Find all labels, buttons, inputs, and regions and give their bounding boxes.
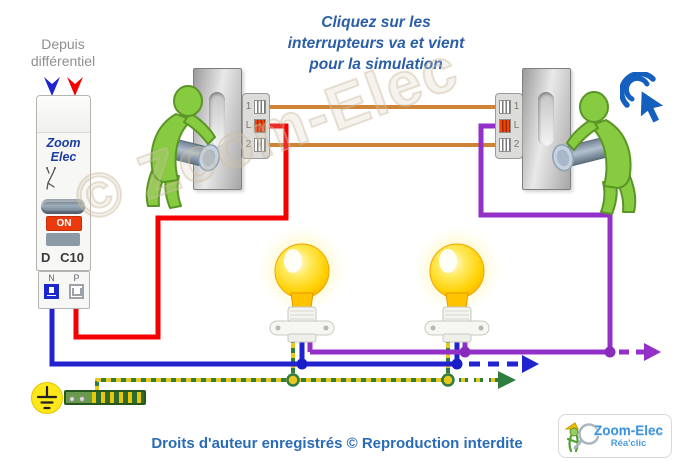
breaker-rating: D C10 <box>41 250 84 265</box>
feed-arrow-blue <box>44 77 60 96</box>
title-line1: Cliquez sur les <box>321 14 431 31</box>
terminal-row: L <box>245 118 267 134</box>
phase-wire <box>73 123 289 340</box>
breaker-brand: Zoom Elec <box>37 136 90 164</box>
earth-junction <box>286 373 300 387</box>
purple-junction <box>604 346 616 358</box>
right-switch-slot[interactable] <box>538 92 554 146</box>
terminal-connector <box>499 100 511 114</box>
terminal-row: 2 <box>245 137 267 153</box>
terminal-row: 1 <box>245 99 267 115</box>
breaker-body: Zoom Elec ON D C10 <box>36 95 91 271</box>
terminal-label-2: 2 <box>245 139 252 150</box>
terminal-label-1: 1 <box>245 101 252 112</box>
terminal-row: 1 <box>498 99 520 115</box>
terminal-connector <box>254 138 266 152</box>
left-person-figure <box>145 85 216 209</box>
right-switch-terminal-block: 1 L 2 <box>495 93 523 159</box>
earth-symbol-icon <box>31 382 63 414</box>
breaker-brand-line2: Elec <box>50 150 77 164</box>
breaker-top-section <box>37 96 90 133</box>
terminal-p-clamp <box>69 284 84 299</box>
source-label-line1: Depuis <box>41 36 85 52</box>
terminal-label-2: 2 <box>513 139 520 150</box>
purple-junction <box>459 346 471 358</box>
breaker-terminals: N P <box>38 271 90 309</box>
breaker-lower-block <box>46 233 80 246</box>
terminal-label-l: L <box>513 120 520 131</box>
neutral-arrow <box>522 355 539 373</box>
strip-screws <box>66 392 92 403</box>
earth-junction <box>441 373 455 387</box>
breaker-lever[interactable] <box>41 199 85 214</box>
earth-terminal-strip <box>64 390 146 405</box>
terminal-connector-live <box>254 119 266 133</box>
terminal-connector <box>499 138 511 152</box>
right-person-figure <box>566 91 637 215</box>
page-title: Cliquez sur les interrupteurs va et vien… <box>248 12 504 75</box>
title-line3: pour la simulation <box>309 56 443 73</box>
terminal-n-label: N <box>48 273 55 283</box>
click-cursor-icon <box>620 72 667 125</box>
terminal-connector-live <box>499 119 511 133</box>
neutral-junction <box>451 358 463 370</box>
terminal-row: 2 <box>498 137 520 153</box>
left-switch-terminal-block: 1 L 2 <box>242 93 270 159</box>
terminal-label-1: 1 <box>513 101 520 112</box>
breaker-symbol-icon <box>46 167 56 190</box>
terminal-label-l: L <box>245 120 252 131</box>
logo-texts: Zoom-Elec Réa'clic <box>590 423 667 449</box>
breaker-terminal-n: N <box>44 272 59 308</box>
strip-bars <box>92 392 144 403</box>
logo-name: Zoom-Elec <box>593 423 663 438</box>
terminal-p-label: P <box>73 273 80 283</box>
breaker-on-indicator: ON <box>46 216 82 231</box>
logo-mascot-icon <box>564 422 599 453</box>
lamp-return-arrow <box>644 343 661 361</box>
breaker-terminal-p: P <box>69 272 84 308</box>
logo-tagline: Réa'clic <box>610 438 647 449</box>
title-line2: interrupteurs va et vient <box>287 35 465 52</box>
terminal-n-clamp <box>44 284 59 299</box>
breaker-brand-line1: Zoom <box>46 136 81 150</box>
copyright-notice: Droits d'auteur enregistrés © Reproducti… <box>151 435 523 452</box>
terminal-row: L <box>498 118 520 134</box>
source-label: Depuis différentiel <box>8 36 118 70</box>
breaker-pole-label: D <box>41 250 51 265</box>
clamp-cage-icon <box>47 287 56 295</box>
feed-arrow-red <box>67 77 83 96</box>
zoom-elec-logo: Zoom-Elec Réa'clic <box>558 414 672 458</box>
neutral-junction <box>296 358 308 370</box>
terminal-connector <box>254 100 266 114</box>
circuit-breaker: Zoom Elec ON D C10 N P <box>36 95 94 310</box>
earth-arrow <box>498 371 516 389</box>
source-label-line2: différentiel <box>30 53 96 69</box>
clamp-cage-icon <box>71 288 82 296</box>
breaker-rating-label: C10 <box>60 250 84 265</box>
